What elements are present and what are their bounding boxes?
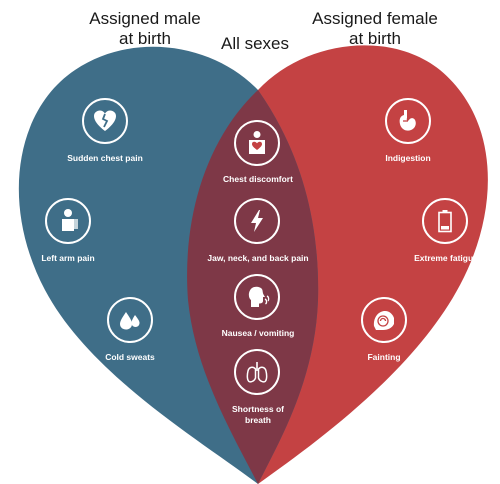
low-battery-icon	[438, 210, 452, 233]
symptom-shortness-of-breath	[227, 349, 287, 395]
symptom-jaw-neck-back-pain	[227, 198, 287, 244]
male-heading-line2: at birth	[119, 29, 171, 48]
male-heading: Assigned male at birth	[60, 9, 230, 49]
female-heading: Assigned female at birth	[290, 9, 460, 49]
chest-heart-icon	[249, 131, 265, 154]
label-left-arm-pain: Left arm pain	[41, 253, 95, 263]
label-jaw-neck-back-pain: Jaw, neck, and back pain	[207, 253, 309, 263]
label-shortness-line2: breath	[245, 415, 271, 425]
dizzy-spiral-icon	[373, 311, 394, 330]
droplets-icon	[120, 312, 140, 330]
label-chest-discomfort: Chest discomfort	[223, 174, 293, 184]
symptom-extreme-fatigue	[415, 198, 475, 244]
person-arm-icon	[62, 209, 78, 231]
label-cold-sweats: Cold sweats	[105, 352, 155, 362]
all-sexes-heading: All sexes	[205, 34, 305, 54]
male-heading-line1: Assigned male	[89, 9, 201, 28]
symptom-left-arm-pain	[38, 198, 98, 244]
broken-heart-icon	[94, 110, 116, 131]
label-sudden-chest-pain: Sudden chest pain	[67, 153, 143, 163]
label-fainting: Fainting	[367, 352, 401, 362]
label-nausea-vomiting: Nausea / vomiting	[221, 328, 295, 338]
female-heading-line1: Assigned female	[312, 9, 438, 28]
symptom-indigestion	[378, 98, 438, 144]
symptom-nausea-vomiting	[227, 274, 287, 320]
female-heading-line2: at birth	[349, 29, 401, 48]
stomach-icon	[399, 110, 416, 131]
lungs-icon	[246, 362, 268, 383]
label-shortness-line1: Shortness of	[232, 404, 284, 414]
symptom-fainting	[354, 297, 414, 343]
label-shortness-of-breath: Shortness of breath	[218, 404, 298, 426]
lightning-bolt-icon	[251, 210, 263, 232]
symptom-sudden-chest-pain	[75, 98, 135, 144]
all-sexes-heading-text: All sexes	[220, 34, 290, 53]
label-extreme-fatigue: Extreme fatigue	[414, 253, 478, 263]
label-indigestion: Indigestion	[385, 153, 431, 163]
symptom-chest-discomfort	[227, 120, 287, 166]
nauseous-face-icon	[248, 286, 270, 307]
symptom-cold-sweats	[100, 297, 160, 343]
